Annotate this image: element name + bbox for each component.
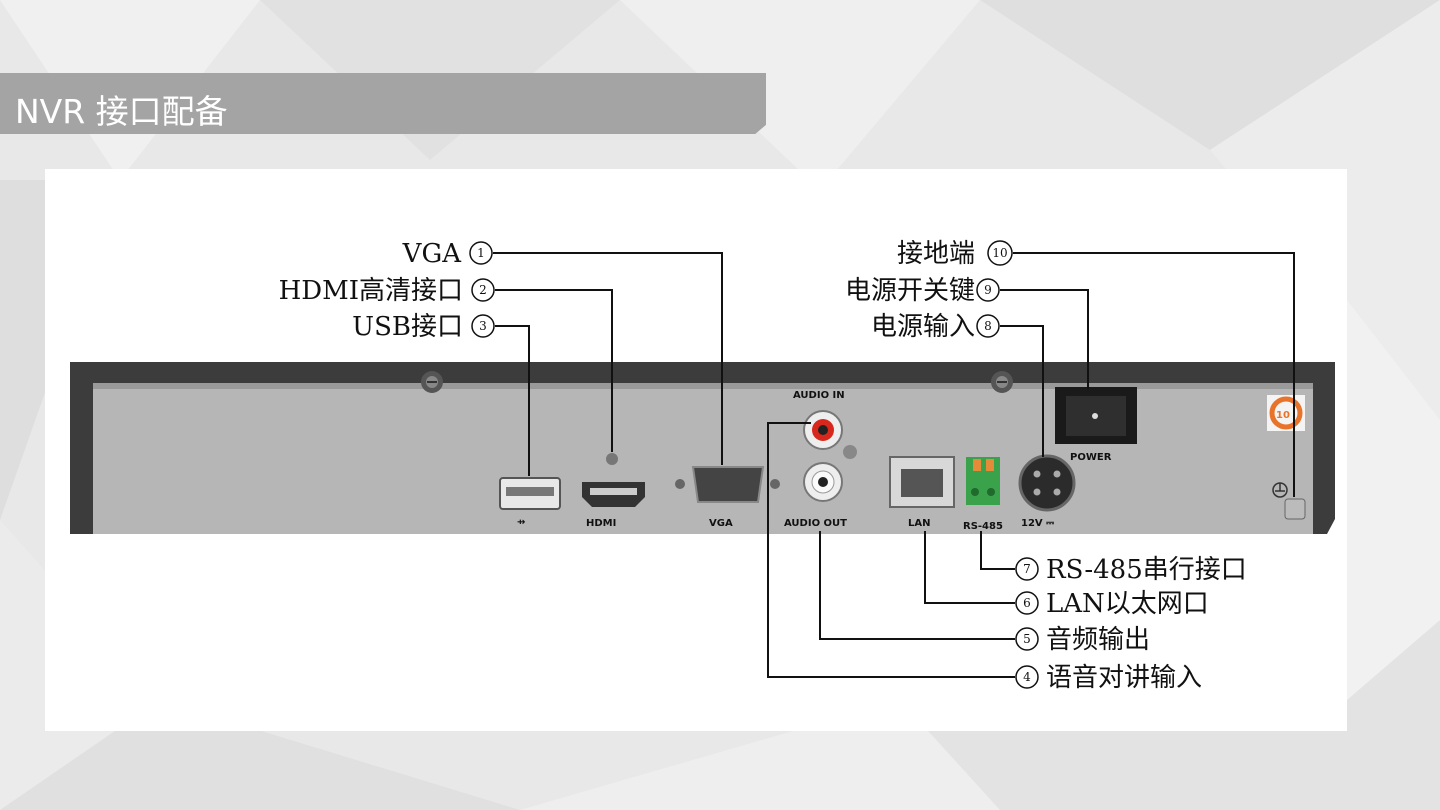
- callout-number: 6: [1023, 596, 1031, 610]
- dc-device-label: 12V ⎓: [1021, 518, 1054, 529]
- callout-audio-in: 4 语音对讲输入: [1015, 663, 1202, 693]
- usb-icon: ⇸: [517, 517, 525, 528]
- callout-hdmi: HDMI高清接口 2: [279, 276, 495, 306]
- callout-number: 2: [479, 283, 487, 297]
- svg-text:10: 10: [1276, 410, 1290, 421]
- rs485-terminal: [966, 457, 1000, 505]
- leader-line-rs485: [980, 531, 1015, 570]
- usb-port: [499, 477, 561, 510]
- screw-icon: [421, 371, 443, 393]
- callout-number: 9: [984, 283, 992, 297]
- callout-usb: USB接口 3: [352, 312, 495, 342]
- callout-lan: 6 LAN以太网口: [1015, 589, 1209, 619]
- callout-label: RS-485串行接口: [1046, 555, 1247, 585]
- callout-label: USB接口: [352, 312, 463, 342]
- power-switch: [1055, 387, 1137, 444]
- callout-number: 7: [1023, 562, 1031, 576]
- hdmi-port: [582, 453, 645, 507]
- callout-number: 8: [984, 319, 992, 333]
- leader-line-hdmi: [495, 289, 613, 452]
- diagram-panel: ⇸ HDMI VGA AUDIO IN AUDIO OUT: [45, 169, 1347, 731]
- power-input-jack: [1018, 454, 1076, 512]
- leader-line-ground: [1013, 252, 1295, 497]
- rs485-device-label: RS-485: [963, 521, 1003, 532]
- callout-label: 电源输入: [871, 312, 975, 342]
- leader-line-power-input: [1000, 325, 1044, 457]
- callout-label: 语音对讲输入: [1046, 663, 1202, 693]
- callout-number: 5: [1023, 632, 1031, 646]
- leader-line-vga: [493, 252, 723, 465]
- leader-line-power-switch: [1000, 289, 1089, 389]
- leader-line-audio-out: [819, 531, 1015, 640]
- callout-label: HDMI高清接口: [279, 276, 463, 306]
- callout-ground: 接地端 10: [897, 239, 1013, 269]
- callout-label: 电源开关键: [845, 276, 975, 306]
- callout-rs485: 7 RS-485串行接口: [1015, 555, 1247, 585]
- hdmi-device-label: HDMI: [586, 518, 616, 529]
- audio-in-device-label: AUDIO IN: [793, 390, 845, 401]
- vga-device-label: VGA: [709, 518, 733, 529]
- callout-power-input: 电源输入 8: [871, 312, 1000, 342]
- callout-number: 4: [1023, 670, 1031, 684]
- leader-line-lan: [924, 531, 1015, 604]
- vga-port: [675, 466, 780, 503]
- callout-audio-out: 5 音频输出: [1015, 625, 1150, 655]
- audio-out-jack: [803, 462, 843, 502]
- environment-badge-icon: 10: [1267, 395, 1305, 431]
- slide-title: NVR 接口配备: [15, 92, 228, 131]
- callout-power-switch: 电源开关键 9: [845, 276, 1000, 306]
- ground-terminal-icon: [1272, 482, 1306, 520]
- audio-in-jack: [803, 410, 857, 459]
- title-bar: NVR 接口配备: [0, 73, 766, 134]
- callout-number: 10: [992, 246, 1007, 260]
- leader-line-usb: [495, 325, 530, 476]
- callout-label: 音频输出: [1046, 625, 1150, 655]
- callout-label: VGA: [402, 239, 463, 269]
- callout-number: 3: [479, 319, 487, 333]
- power-device-label: POWER: [1070, 452, 1112, 463]
- lan-port: [889, 456, 955, 508]
- callout-number: 1: [477, 246, 485, 260]
- audio-out-device-label: AUDIO OUT: [784, 518, 847, 529]
- callout-label: LAN以太网口: [1046, 589, 1209, 619]
- callout-vga: VGA 1: [402, 239, 493, 269]
- screw-icon: [991, 371, 1013, 393]
- lan-device-label: LAN: [908, 518, 930, 529]
- leader-line-audio-in: [767, 422, 1015, 678]
- nvr-rear-panel-diagram: ⇸ HDMI VGA AUDIO IN AUDIO OUT: [70, 239, 1335, 693]
- callout-label: 接地端: [897, 239, 975, 269]
